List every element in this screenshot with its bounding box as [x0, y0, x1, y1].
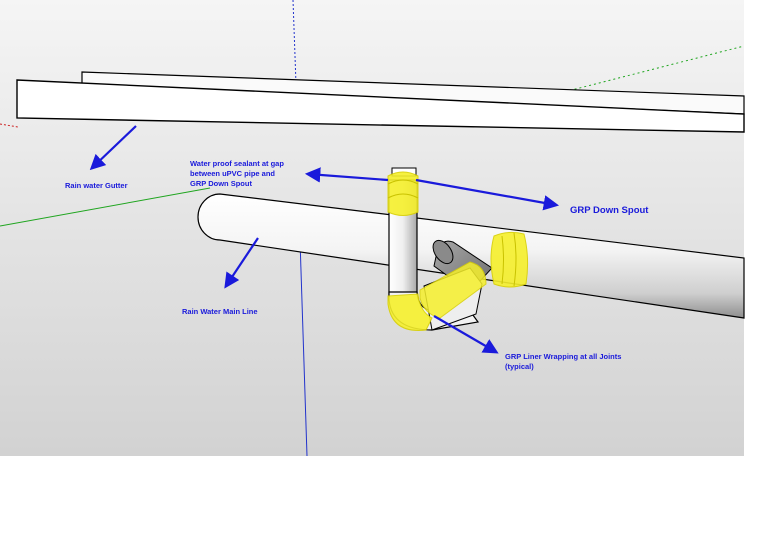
wrap-label-line2: (typical)	[505, 362, 534, 371]
green-axis-dashed	[559, 45, 745, 94]
arrow-icon	[224, 237, 259, 289]
sealant-label-line3: GRP Down Spout	[190, 179, 252, 188]
sealant-label-line1: Water proof sealant at gap	[190, 159, 284, 168]
grp-liner-wrapping	[387, 171, 529, 331]
blue-axis-lower	[299, 239, 308, 457]
arrow-icon	[415, 178, 560, 211]
mainline-label: Rain Water Main Line	[182, 307, 258, 316]
arrow-icon	[89, 125, 137, 171]
wrap-label-line1: GRP Liner Wrapping at all Joints	[505, 352, 621, 361]
rain-water-gutter	[16, 79, 745, 133]
arrow-icon	[433, 315, 499, 354]
green-axis-solid	[0, 187, 211, 227]
arrow-icon	[304, 167, 389, 183]
red-axis-dashed	[0, 123, 19, 128]
gutter-label: Rain water Gutter	[65, 181, 128, 190]
downspout-label: GRP Down Spout	[570, 205, 649, 216]
sealant-label-line2: between uPVC pipe and	[190, 169, 275, 178]
annotation-arrows	[89, 125, 560, 354]
